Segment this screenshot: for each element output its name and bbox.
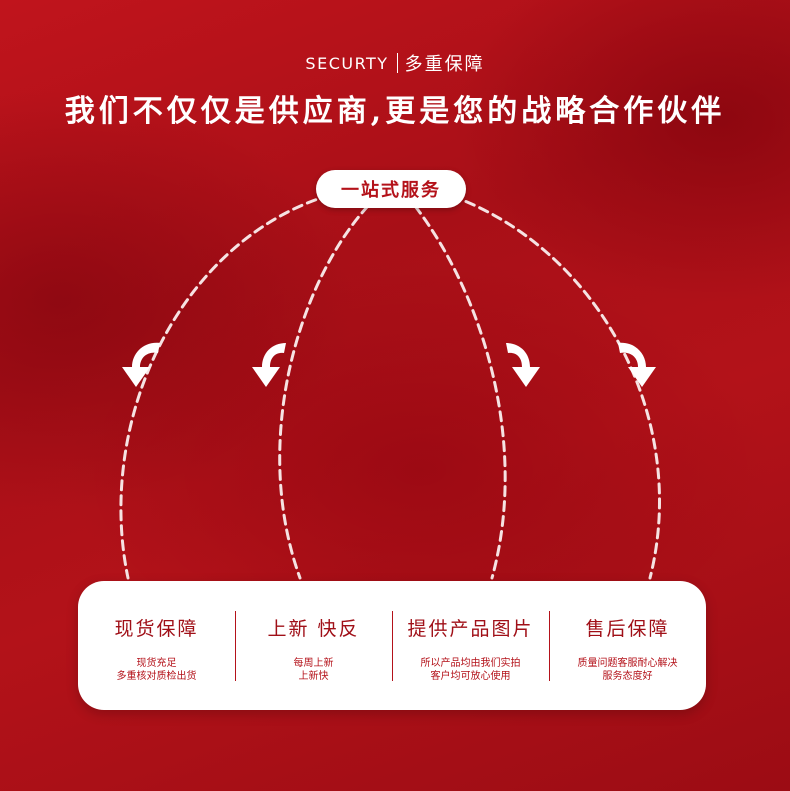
connector-line-4 — [450, 194, 661, 580]
feature-title: 现货保障 — [114, 618, 199, 640]
feature-item-product-images: 提供产品图片 所以产品均由我们实拍 客户均可放心使用 — [392, 581, 549, 710]
feature-desc-line: 多重核对质检出货 — [116, 671, 197, 682]
feature-title: 提供产品图片 — [407, 618, 534, 640]
section-tag: SECURTY 多重保障 — [0, 50, 790, 76]
page-headline: 我们不仅仅是供应商,更是您的战略合作伙伴 — [64, 94, 726, 129]
section-tag-cn: 多重保障 — [404, 54, 485, 75]
feature-desc-line: 服务态度好 — [602, 671, 653, 682]
feature-desc: 现货充足 多重核对质检出货 — [117, 657, 197, 683]
feature-desc: 每周上新 上新快 — [294, 657, 334, 683]
feature-item-stock: 现货保障 现货充足 多重核对质检出货 — [78, 581, 235, 710]
feature-desc-line: 每周上新 — [293, 658, 334, 669]
feature-title: 上新 快反 — [267, 618, 360, 640]
feature-desc-line: 现货充足 — [136, 658, 177, 669]
section-tag-divider — [396, 53, 398, 73]
feature-desc: 所以产品均由我们实拍 客户均可放心使用 — [421, 657, 521, 683]
section-tag-en: SECURTY — [305, 53, 389, 73]
curved-arrow-right-icon — [506, 343, 540, 387]
curved-arrow-right-icon — [618, 342, 656, 387]
feature-desc: 质量问题客服耐心解决 服务态度好 — [578, 657, 678, 683]
connector-line-2 — [278, 204, 370, 580]
feature-title: 售后保障 — [585, 618, 670, 640]
feature-card: 现货保障 现货充足 多重核对质检出货 上新 快反 每周上新 上新快 提供产品图片… — [78, 581, 706, 710]
connector-line-1 — [119, 193, 332, 580]
feature-item-new-arrivals: 上新 快反 每周上新 上新快 — [235, 581, 392, 710]
curved-arrow-left-icon — [252, 343, 286, 387]
one-stop-service-badge: 一站式服务 — [316, 170, 466, 208]
feature-item-after-sales: 售后保障 质量问题客服耐心解决 服务态度好 — [549, 581, 706, 710]
curved-arrow-left-icon — [122, 342, 160, 387]
connector-line-3 — [413, 204, 507, 580]
feature-desc-line: 所以产品均由我们实拍 — [420, 658, 521, 669]
feature-desc-line: 质量问题客服耐心解决 — [577, 658, 678, 669]
feature-desc-line: 客户均可放心使用 — [430, 671, 511, 682]
feature-desc-line: 上新快 — [298, 671, 329, 682]
